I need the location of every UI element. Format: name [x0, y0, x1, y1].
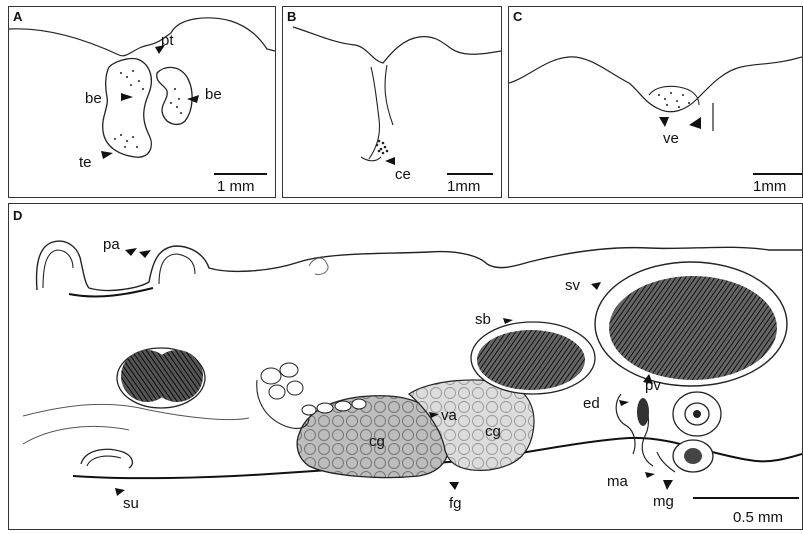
- label-ma: ma: [607, 473, 628, 490]
- label-ce: ce: [395, 166, 411, 183]
- label-ed: ed: [583, 395, 600, 412]
- label-mg: mg: [653, 493, 674, 510]
- scalebar-d-label: 0.5 mm: [733, 509, 783, 526]
- label-be-left: be: [85, 90, 102, 107]
- panel-a-drawing: A pt be be te 1 mm: [9, 7, 275, 197]
- scalebar-c-label: 1mm: [753, 178, 786, 195]
- panel-c-letter: C: [513, 9, 523, 24]
- panel-b-drawing: B ce 1mm: [283, 7, 501, 197]
- scalebar-a-label: 1 mm: [217, 178, 255, 195]
- panel-c: C ve 1mm: [508, 6, 803, 198]
- scalebar-b-label: 1mm: [447, 178, 480, 195]
- label-ve: ve: [663, 130, 679, 147]
- panel-c-drawing: C ve 1mm: [509, 7, 802, 197]
- label-su: su: [123, 495, 139, 512]
- panel-b: B ce 1mm: [282, 6, 502, 198]
- panel-b-letter: B: [287, 9, 296, 24]
- label-cg-right: cg: [485, 423, 501, 440]
- label-pv: pv: [645, 377, 661, 394]
- label-va: va: [441, 407, 458, 424]
- label-sb: sb: [475, 311, 491, 328]
- label-pt: pt: [161, 32, 174, 49]
- label-te: te: [79, 154, 92, 171]
- panel-d-letter: D: [13, 208, 22, 223]
- panel-a: A pt be be te 1 mm: [8, 6, 276, 198]
- label-pa: pa: [103, 236, 120, 253]
- panel-a-letter: A: [13, 9, 23, 24]
- label-fg: fg: [449, 495, 462, 512]
- label-be-right: be: [205, 86, 222, 103]
- panel-d-drawing: D: [9, 204, 802, 529]
- label-cg-left: cg: [369, 433, 385, 450]
- panel-d: D: [8, 203, 803, 530]
- label-sv: sv: [565, 277, 581, 294]
